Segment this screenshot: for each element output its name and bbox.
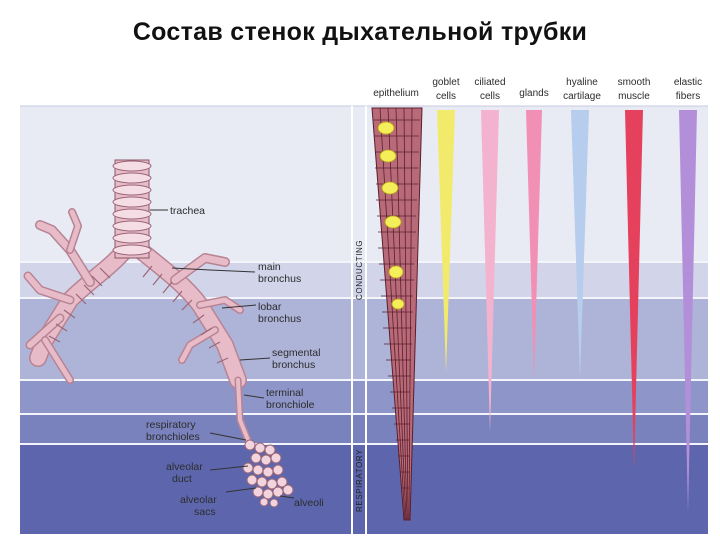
- label-terminal-bronchiole-1: terminal: [266, 387, 303, 399]
- bar-elastic: [679, 110, 697, 512]
- bar-cartilage: [571, 110, 589, 380]
- bar-goblet: [437, 110, 455, 372]
- bar-smooth: [625, 110, 643, 470]
- label-main-bronchus-2: bronchus: [258, 273, 301, 285]
- label-alveolar-sacs-2: sacs: [194, 506, 216, 518]
- label-segmental-bronchus-2: bronchus: [272, 359, 315, 371]
- label-lobar-bronchus-1: lobar: [258, 301, 282, 313]
- column-header-cartilage-2: cartilage: [563, 91, 601, 102]
- column-header-smooth-1: smooth: [618, 77, 651, 88]
- label-alveoli: alveoli: [294, 497, 324, 509]
- label-respiratory-bronchioles-1: respiratory: [146, 419, 196, 431]
- leader-lines: [150, 209, 295, 499]
- airway-labels: trachea main bronchus lobar bronchus seg…: [146, 205, 324, 518]
- label-terminal-bronchiole-2: bronchiole: [266, 399, 315, 411]
- label-alveolar-sacs-1: alveolar: [180, 494, 217, 506]
- bar-ciliated: [481, 110, 499, 432]
- column-headers: epithelium goblet cells ciliated cells glands…: [373, 77, 702, 102]
- column-header-epithelium-1: epithelium: [373, 88, 419, 99]
- label-alveolar-duct-1: alveolar: [166, 461, 203, 473]
- label-respiratory-bronchioles-2: bronchioles: [146, 431, 200, 443]
- label-lobar-bronchus-2: bronchus: [258, 313, 301, 325]
- column-header-ciliated-1: ciliated: [474, 77, 505, 88]
- goblet-cells-in-epithelium: [377, 121, 405, 310]
- column-header-glands-1: glands: [519, 88, 548, 99]
- column-header-elastic-1: elastic: [674, 77, 702, 88]
- label-main-bronchus-1: main: [258, 261, 281, 273]
- component-bars: [437, 110, 697, 512]
- label-alveolar-duct-2: duct: [172, 473, 192, 485]
- label-segmental-bronchus-1: segmental: [272, 347, 320, 359]
- bar-glands: [526, 110, 542, 380]
- column-header-smooth-2: muscle: [618, 91, 650, 102]
- column-header-cartilage-1: hyaline: [566, 77, 598, 88]
- label-trachea: trachea: [170, 205, 205, 217]
- airway-tree: [23, 159, 294, 508]
- zone-label-respiratory: RESPIRATORY: [355, 449, 364, 512]
- epithelium-wedge: [371, 107, 423, 521]
- column-header-goblet-2: cells: [436, 91, 456, 102]
- slide-title: Состав стенок дыхательной трубки: [132, 18, 588, 46]
- column-header-goblet-1: goblet: [432, 77, 459, 88]
- background-bands: [20, 105, 708, 534]
- column-header-ciliated-2: cells: [480, 91, 500, 102]
- column-header-elastic-2: fibers: [676, 91, 700, 102]
- zone-label-conducting: CONDUCTING: [355, 240, 364, 300]
